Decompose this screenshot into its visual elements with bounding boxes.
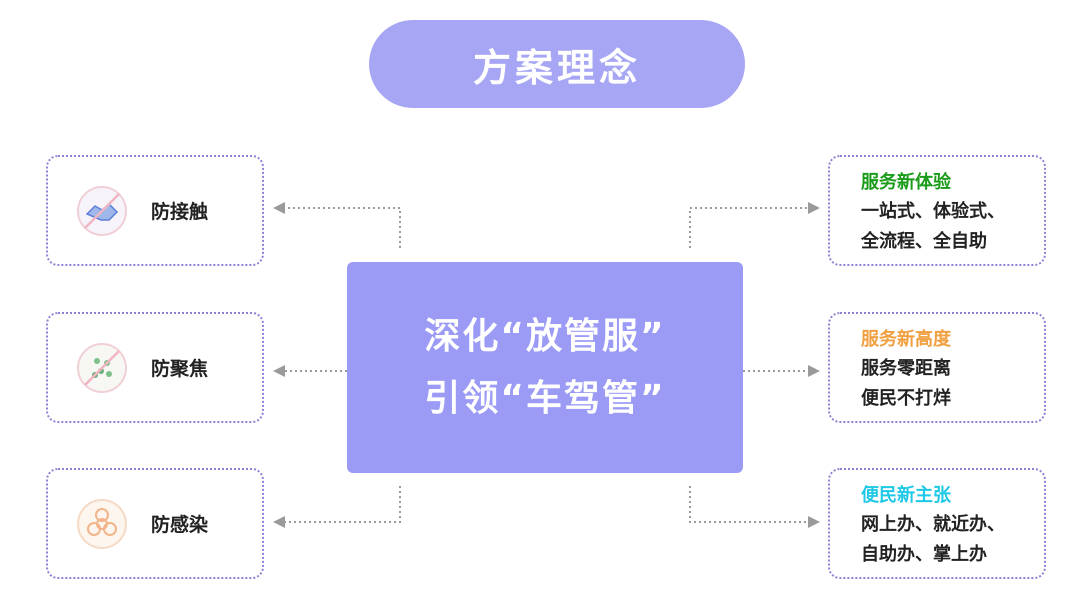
no-gathering-icon [77,342,127,393]
left-card-no-infection: 防感染 [46,468,264,579]
right-card-line-1: 服务零距离 [861,358,951,379]
right-card-convenience: 便民新主张 网上办、就近办、 自助办、掌上办 [828,468,1046,579]
arrowhead-left-bottom [273,516,285,528]
left-card-no-gathering: 防聚焦 [46,312,264,423]
left-card-no-contact: 防接触 [46,155,264,266]
biohazard-icon [77,498,127,549]
left-card-label: 防感染 [151,514,209,536]
arrowhead-left-top [273,202,285,214]
center-line-2: 引领“车驾管” [424,377,666,419]
connector-left-top [285,207,401,248]
connector-right-bottom [689,486,808,523]
left-card-label: 防聚焦 [151,358,209,380]
connector-left-bottom [285,486,401,523]
right-card-service-experience: 服务新体验 一站式、体验式、 全流程、全自助 [828,155,1046,266]
page-title: 方案理念 [472,45,641,90]
right-card-title: 服务新高度 [861,329,951,350]
right-card-title: 便民新主张 [861,485,951,506]
no-handshake-icon [77,185,127,236]
right-card-service-height: 服务新高度 服务零距离 便民不打烊 [828,312,1046,423]
arrowhead-left-middle [273,365,285,377]
arrowhead-right-middle [808,365,820,377]
center-line-1: 深化“放管服” [424,315,666,357]
right-card-line-2: 便民不打烊 [861,388,951,409]
right-card-line-2: 全流程、全自助 [861,231,987,252]
right-card-line-1: 一站式、体验式、 [861,201,1005,222]
right-card-line-1: 网上办、就近办、 [861,514,1005,535]
arrowhead-right-bottom [808,516,820,528]
title-pill: 方案理念 [369,20,745,108]
center-concept-box: 深化“放管服” 引领“车驾管” [347,262,743,473]
left-card-label: 防接触 [151,201,209,223]
arrowhead-right-top [808,202,820,214]
connector-right-top [689,207,808,248]
right-card-line-2: 自助办、掌上办 [861,544,987,565]
right-card-title: 服务新体验 [861,172,951,193]
